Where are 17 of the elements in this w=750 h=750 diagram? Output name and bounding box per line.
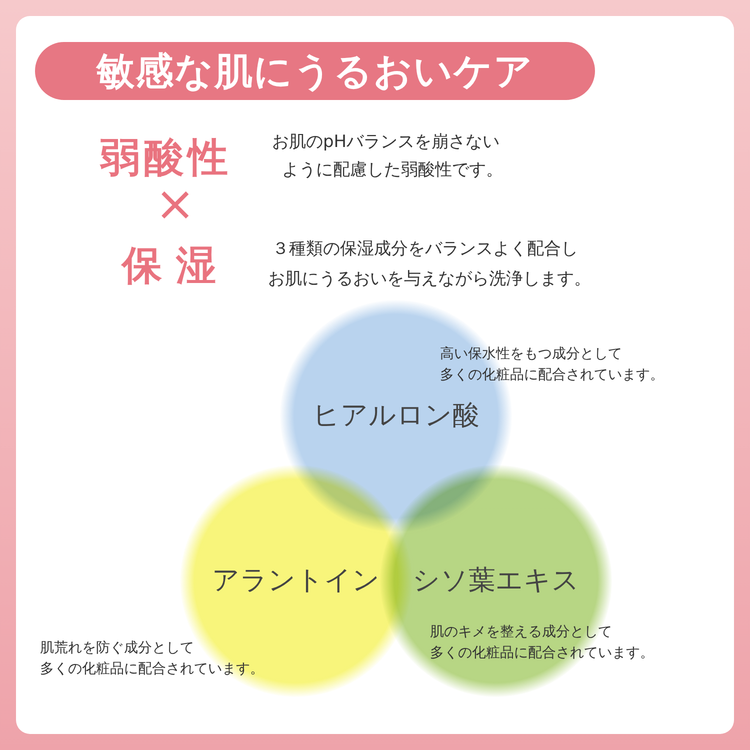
times-sign: × — [155, 180, 196, 228]
ingredient-description: 肌荒れを防ぐ成分として — [40, 639, 195, 658]
ingredient-description: 多くの化粧品に配合されています。 — [440, 366, 664, 385]
ingredient-name: アラントイン — [212, 564, 380, 598]
heading-text: 弱酸性 — [100, 134, 233, 183]
description-text: ３種類の保湿成分をバランスよく配合し — [272, 238, 578, 261]
description-text: ように配慮した弱酸性です。 — [282, 159, 503, 182]
heading-text: 保湿 — [122, 242, 231, 291]
ingredient-description: 肌のキメを整える成分として — [430, 623, 613, 642]
ingredient-name: シソ葉エキス — [412, 564, 580, 598]
description-text: お肌のpHバランスを崩さない — [272, 131, 500, 154]
title-banner: 敏感な肌にうるおいケア — [35, 42, 595, 100]
ingredient-description: 多くの化粧品に配合されています。 — [40, 660, 264, 679]
ingredient-description: 高い保水性をもつ成分として — [440, 345, 623, 364]
ingredient-name: ヒアルロン酸 — [312, 398, 480, 433]
ingredient-description: 多くの化粧品に配合されています。 — [430, 644, 654, 663]
description-text: お肌にうるおいを与えながら洗浄します。 — [268, 268, 591, 291]
